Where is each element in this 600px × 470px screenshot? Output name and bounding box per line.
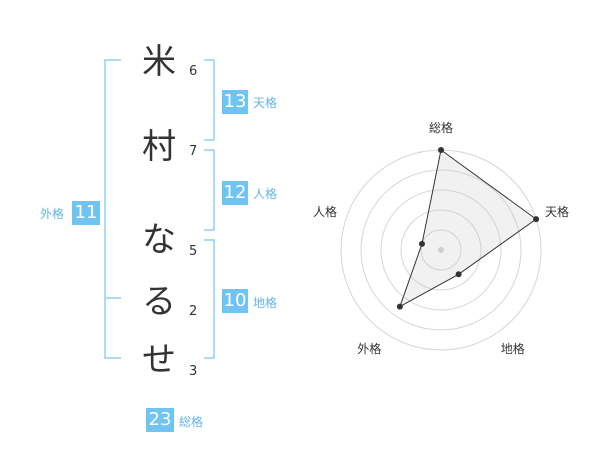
- radar-center: [438, 247, 444, 253]
- radar-ring: [420, 229, 462, 271]
- name-char-2: 村: [142, 127, 176, 167]
- radar-point: [533, 216, 540, 223]
- radar-axis-label-chikaku: 地格: [500, 341, 525, 356]
- radar-polygon: [398, 149, 537, 308]
- soukaku-badge: 23: [146, 408, 174, 432]
- stroke-count-5: 3: [189, 364, 198, 379]
- radar-point: [396, 303, 403, 310]
- gaikaku-label: 外格: [40, 207, 65, 221]
- radar-point: [438, 147, 444, 153]
- jinkaku-badge: 12: [222, 181, 248, 205]
- radar-point: [455, 271, 462, 278]
- tenkaku-label: 天格: [253, 96, 278, 110]
- chikaku-label: 地格: [253, 296, 278, 310]
- stroke-count-1: 6: [189, 64, 198, 79]
- name-char-5: せ: [142, 340, 176, 380]
- radar-axis-label-soukaku: 総格: [429, 121, 454, 135]
- radar-ring: [380, 189, 502, 311]
- name-char-3: な: [142, 220, 176, 260]
- stroke-count-4: 2: [189, 304, 198, 319]
- chikaku-badge: 10: [222, 289, 248, 313]
- name-char-4: る: [142, 282, 176, 322]
- stroke-count-2: 7: [189, 144, 198, 159]
- soukaku-label: 総格: [179, 415, 204, 429]
- radar-ring: [360, 169, 522, 331]
- radar-axis-label-gaikaku: 外格: [357, 341, 382, 356]
- tenkaku-badge: 13: [222, 90, 248, 114]
- gaikaku-badge: 11: [72, 201, 100, 225]
- radar-axis-label-jinkaku: 人格: [312, 205, 337, 220]
- radar-ring: [400, 209, 482, 291]
- name-char-1: 米: [142, 42, 176, 82]
- radar-axis-label-tenkaku: 天格: [545, 205, 570, 220]
- radar-point: [418, 240, 425, 247]
- jinkaku-label: 人格: [253, 187, 278, 201]
- stroke-count-3: 5: [189, 244, 198, 259]
